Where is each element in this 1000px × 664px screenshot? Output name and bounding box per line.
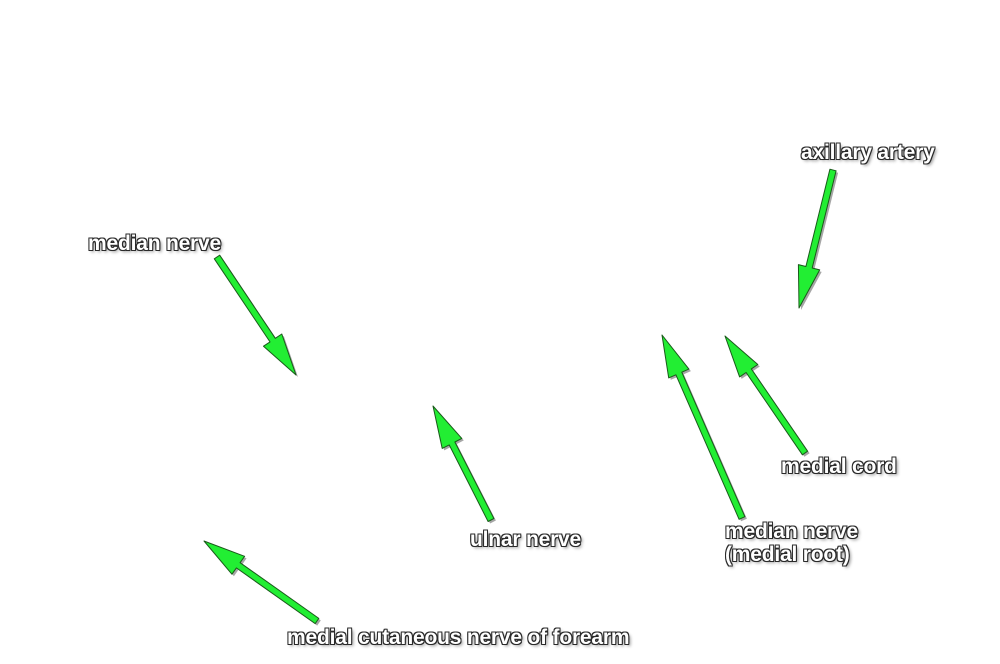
- arrow-ulnar-nerve-icon: [432, 405, 495, 522]
- label-medial-cutaneous-nerve-of-forearm: medial cutaneous nerve of forearm: [287, 626, 630, 649]
- label-ulnar-nerve: ulnar nerve: [470, 528, 582, 551]
- arrow-median-nerve-medial-root-icon: [661, 334, 746, 520]
- label-medial-cord: medial cord: [781, 455, 897, 478]
- label-median-nerve-medial-root: median nerve (medial root): [725, 520, 858, 566]
- label-median-nerve-medial-root-line-2: (medial root): [725, 543, 850, 566]
- label-median-nerve: median nerve: [88, 232, 221, 255]
- arrow-axillary-artery-icon: [797, 168, 837, 309]
- arrow-median-nerve-icon: [213, 254, 297, 376]
- arrow-medial-cutaneous-nerve-of-forearm-icon: [203, 540, 320, 625]
- arrow-medial-cord-icon: [724, 335, 809, 456]
- label-axillary-artery: axillary artery: [801, 141, 935, 164]
- label-median-nerve-medial-root-line-1: median nerve: [725, 520, 858, 543]
